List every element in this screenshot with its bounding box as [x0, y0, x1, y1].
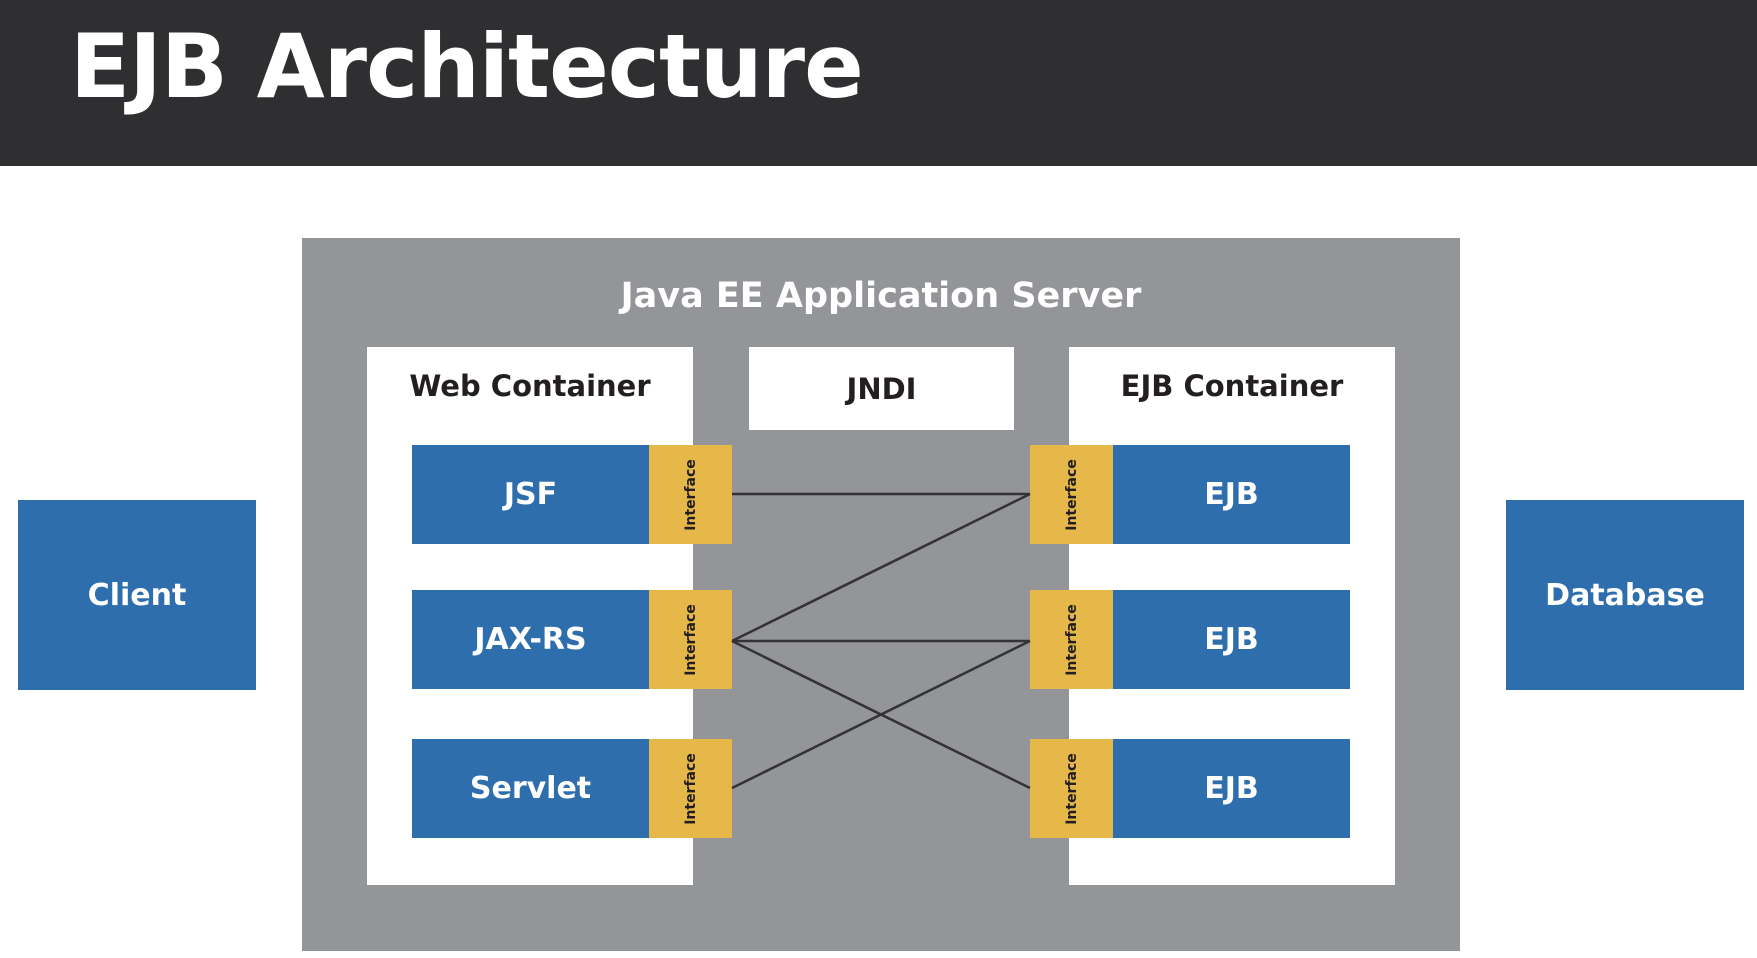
- client-label: Client: [87, 577, 187, 613]
- slide-title: EJB Architecture: [70, 15, 864, 118]
- servlet-label: Servlet: [469, 771, 592, 806]
- servlet-interface: Interface: [649, 739, 732, 838]
- jndi-box: JNDI: [749, 347, 1014, 430]
- ejb-3-interface-label: Interface: [1063, 752, 1080, 825]
- jndi-label: JNDI: [846, 371, 917, 406]
- jsf-label: JSF: [503, 477, 558, 512]
- ejb-1-interface: Interface: [1030, 445, 1113, 544]
- ejb-3-interface: Interface: [1030, 739, 1113, 838]
- ejb-3-component: EJB: [1113, 739, 1350, 838]
- jsf-interface: Interface: [649, 445, 732, 544]
- ejb-1-component: EJB: [1113, 445, 1350, 544]
- ejb-2-label: EJB: [1204, 622, 1259, 657]
- ejb-3-label: EJB: [1204, 771, 1259, 806]
- jaxrs-interface: Interface: [649, 590, 732, 689]
- ejb-2-interface: Interface: [1030, 590, 1113, 689]
- database-label: Database: [1545, 577, 1705, 613]
- server-title: Java EE Application Server: [620, 276, 1142, 316]
- web-container-title: Web Container: [409, 369, 651, 403]
- jsf-component: JSF: [412, 445, 649, 544]
- ejb-1-label: EJB: [1204, 477, 1259, 512]
- ejb-2-component: EJB: [1113, 590, 1350, 689]
- ejb-container-title: EJB Container: [1120, 369, 1344, 403]
- title-bar: EJB Architecture: [0, 0, 1757, 166]
- client-box: Client: [18, 500, 256, 690]
- servlet-interface-label: Interface: [682, 752, 699, 825]
- jaxrs-label: JAX-RS: [474, 622, 587, 657]
- jaxrs-interface-label: Interface: [682, 603, 699, 676]
- servlet-component: Servlet: [412, 739, 649, 838]
- jsf-interface-label: Interface: [682, 458, 699, 531]
- jaxrs-component: JAX-RS: [412, 590, 649, 689]
- ejb-2-interface-label: Interface: [1063, 603, 1080, 676]
- database-box: Database: [1506, 500, 1744, 690]
- ejb-1-interface-label: Interface: [1063, 458, 1080, 531]
